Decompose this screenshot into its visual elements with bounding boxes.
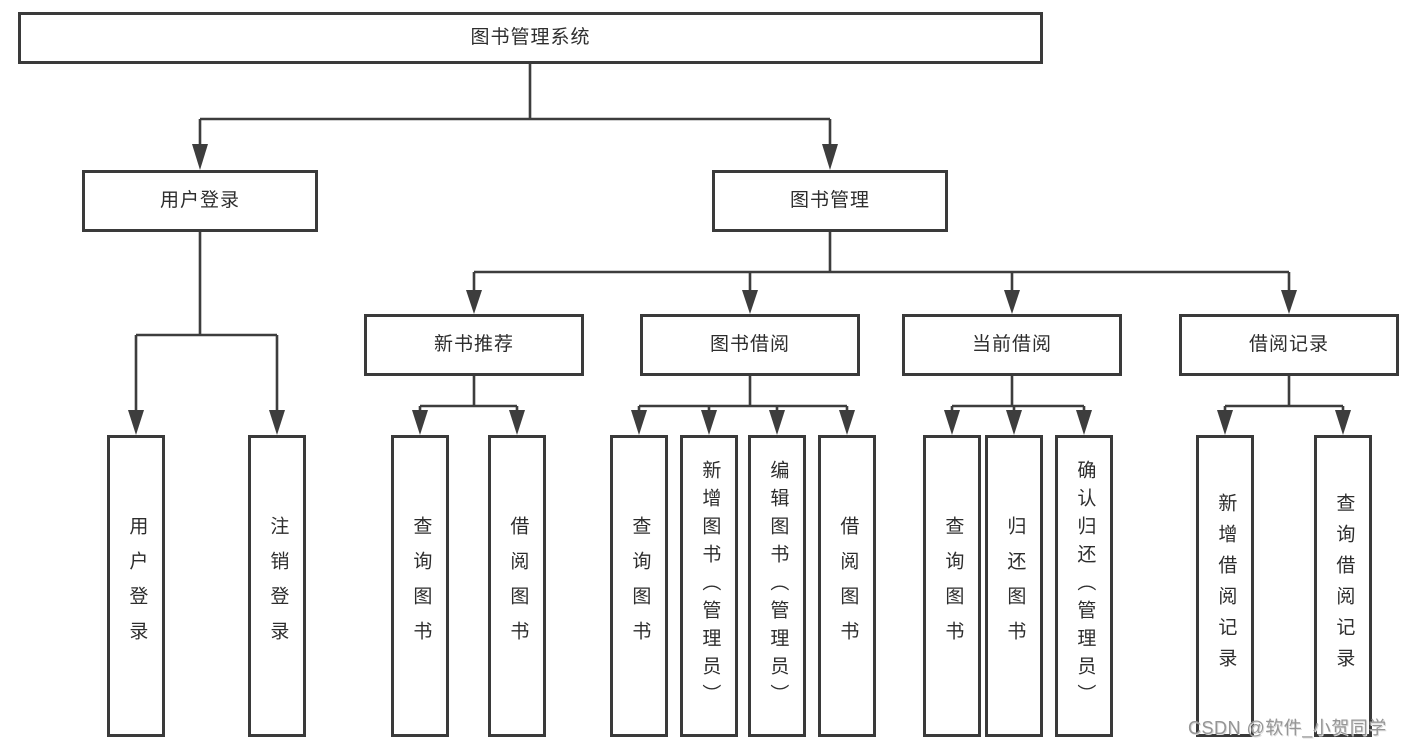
arrowhead [128, 410, 144, 435]
arrowhead [839, 410, 855, 435]
arrowhead [742, 290, 758, 314]
arrowhead [1004, 290, 1020, 314]
leaf-record-add-record: 新增借阅记录 [1196, 435, 1254, 737]
arrowhead [412, 410, 428, 435]
leaf-current-return-book: 归还图书 [985, 435, 1043, 737]
leaf-recommend-borrow-book-label: 借阅图书 [507, 516, 529, 656]
leaf-recommend-query-book-label: 查询图书 [410, 516, 432, 656]
leaf-logout-login: 注销登录 [248, 435, 306, 737]
leaf-record-query-record: 查询借阅记录 [1314, 435, 1372, 737]
leaf-current-confirm-return-admin-label: 确认归还（管理员） [1074, 460, 1096, 712]
arrowhead [466, 290, 482, 314]
leaf-user-login-label: 用户登录 [126, 516, 148, 656]
arrowhead [1281, 290, 1297, 314]
connector-recommend-children [418, 376, 519, 414]
leaf-recommend-query-book: 查询图书 [391, 435, 449, 737]
arrowhead [701, 410, 717, 435]
connector-record-children [1223, 376, 1345, 414]
node-new-book-recommend: 新书推荐 [364, 314, 584, 376]
arrowhead [769, 410, 785, 435]
leaf-current-query-book: 查询图书 [923, 435, 981, 737]
connector-userlogin-children [134, 232, 279, 414]
arrowhead [822, 144, 838, 170]
node-library-management-system: 图书管理系统 [18, 12, 1043, 64]
connector-borrow-children [637, 376, 849, 414]
leaf-current-return-book-label: 归还图书 [1004, 516, 1026, 656]
leaf-record-query-record-label: 查询借阅记录 [1333, 493, 1355, 679]
arrowhead [1335, 410, 1351, 435]
csdn-watermark: CSDN @软件_小贺同学 [1188, 718, 1387, 738]
leaf-borrow-borrow-book-label: 借阅图书 [837, 516, 859, 656]
node-book-borrow: 图书借阅 [640, 314, 860, 376]
connector-root-to-level2 [198, 64, 832, 148]
arrowhead [1006, 410, 1022, 435]
arrowhead [1217, 410, 1233, 435]
leaf-borrow-query-book-label: 查询图书 [629, 516, 651, 656]
leaf-borrow-add-book-admin-label: 新增图书（管理员） [699, 460, 721, 712]
arrowhead [509, 410, 525, 435]
node-current-borrow: 当前借阅 [902, 314, 1122, 376]
leaf-logout-login-label: 注销登录 [267, 516, 289, 656]
node-user-login: 用户登录 [82, 170, 318, 232]
leaf-borrow-borrow-book: 借阅图书 [818, 435, 876, 737]
leaf-recommend-borrow-book: 借阅图书 [488, 435, 546, 737]
leaf-current-confirm-return-admin: 确认归还（管理员） [1055, 435, 1113, 737]
leaf-borrow-edit-book-admin: 编辑图书（管理员） [748, 435, 806, 737]
leaf-current-query-book-label: 查询图书 [942, 516, 964, 656]
leaf-borrow-edit-book-admin-label: 编辑图书（管理员） [767, 460, 789, 712]
arrowhead [192, 144, 208, 170]
connector-bookmgmt-children [472, 232, 1291, 294]
arrowhead [1076, 410, 1092, 435]
leaf-record-add-record-label: 新增借阅记录 [1215, 493, 1237, 679]
leaf-borrow-query-book: 查询图书 [610, 435, 668, 737]
node-borrow-record: 借阅记录 [1179, 314, 1399, 376]
arrowhead [944, 410, 960, 435]
arrowhead [631, 410, 647, 435]
arrowhead [269, 410, 285, 435]
connector-current-children [950, 376, 1086, 414]
leaf-user-login: 用户登录 [107, 435, 165, 737]
leaf-borrow-add-book-admin: 新增图书（管理员） [680, 435, 738, 737]
node-book-management: 图书管理 [712, 170, 948, 232]
